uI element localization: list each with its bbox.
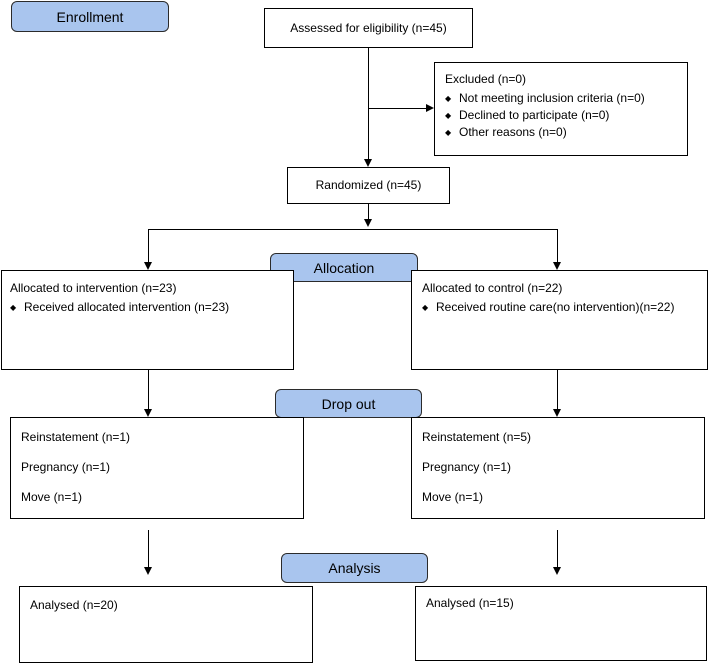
arrow-down-icon xyxy=(144,409,152,417)
connector-line xyxy=(557,370,558,409)
arrow-down-icon xyxy=(364,219,372,227)
stage-allocation: Allocation xyxy=(270,253,418,282)
allocated-intervention-box: Allocated to intervention (n=23) ◆ Receiv… xyxy=(1,270,294,370)
analysed-control-box: Analysed (n=15) xyxy=(415,586,707,661)
allocated-intervention-item-label: Received allocated intervention (n=23) xyxy=(24,300,230,314)
arrow-down-icon xyxy=(144,567,152,575)
dropout-intervention-item: Pregnancy (n=1) xyxy=(21,460,111,474)
allocated-control-item-label: Received routine care(no intervention)(n… xyxy=(436,300,675,314)
connector-line xyxy=(368,204,369,220)
excluded-item: ◆ Declined to participate (n=0) xyxy=(445,108,609,123)
connector-line xyxy=(148,370,149,409)
excluded-box: Excluded (n=0) ◆ Not meeting inclusion cr… xyxy=(434,62,688,156)
diamond-bullet-icon: ◆ xyxy=(445,128,452,137)
dropout-control-item: Reinstatement (n=5) xyxy=(422,430,532,444)
stage-analysis-label: Analysis xyxy=(328,560,381,576)
excluded-item-label: Declined to participate (n=0) xyxy=(459,108,610,122)
excluded-item-label: Not meeting inclusion criteria (n=0) xyxy=(459,91,645,105)
connector-line xyxy=(368,108,426,109)
assessed-text: Assessed for eligibility (n=45) xyxy=(290,20,447,35)
assessed-box: Assessed for eligibility (n=45) xyxy=(264,8,473,48)
stage-dropout-label: Drop out xyxy=(321,395,376,412)
arrow-down-icon xyxy=(553,262,561,270)
dropout-control-item: Move (n=1) xyxy=(422,490,484,504)
stage-analysis: Analysis xyxy=(281,553,428,583)
analysed-intervention-text: Analysed (n=20) xyxy=(30,598,118,612)
dropout-intervention-box: Reinstatement (n=1) Pregnancy (n=1) Move… xyxy=(10,417,304,519)
excluded-item: ◆ Other reasons (n=0) xyxy=(445,125,567,140)
allocated-control-item: ◆ Received routine care(no intervention)(… xyxy=(422,300,674,315)
allocated-intervention-item: ◆ Received allocated intervention (n=23) xyxy=(10,300,229,315)
stage-allocation-label: Allocation xyxy=(313,259,375,276)
stage-dropout: Drop out xyxy=(275,389,422,418)
dropout-control-box: Reinstatement (n=5) Pregnancy (n=1) Move… xyxy=(411,417,705,519)
connector-line xyxy=(368,48,369,160)
randomized-text: Randomized (n=45) xyxy=(315,178,422,192)
excluded-item-label: Other reasons (n=0) xyxy=(459,125,567,139)
connector-line xyxy=(148,229,558,230)
allocated-control-box: Allocated to control (n=22) ◆ Received ro… xyxy=(411,270,708,370)
arrow-down-icon xyxy=(553,409,561,417)
randomized-box: Randomized (n=45) xyxy=(287,167,450,204)
excluded-title: Excluded (n=0) xyxy=(445,72,527,86)
arrow-down-icon xyxy=(553,567,561,575)
diamond-bullet-icon: ◆ xyxy=(445,94,452,103)
dropout-intervention-item: Reinstatement (n=1) xyxy=(21,430,131,444)
arrow-down-icon xyxy=(364,159,372,167)
stage-enrollment-label: Enrollment xyxy=(56,8,124,25)
allocated-intervention-title: Allocated to intervention (n=23) xyxy=(10,281,177,295)
connector-line xyxy=(148,530,149,568)
allocated-control-title: Allocated to control (n=22) xyxy=(422,281,563,295)
arrow-down-icon xyxy=(144,262,152,270)
diamond-bullet-icon: ◆ xyxy=(10,303,17,312)
stage-enrollment: Enrollment xyxy=(11,1,169,32)
diamond-bullet-icon: ◆ xyxy=(445,111,452,120)
diamond-bullet-icon: ◆ xyxy=(422,303,429,312)
analysed-intervention-box: Analysed (n=20) xyxy=(19,586,313,663)
analysed-control-text: Analysed (n=15) xyxy=(426,596,514,610)
dropout-control-item: Pregnancy (n=1) xyxy=(422,460,512,474)
connector-line xyxy=(557,229,558,262)
arrow-right-icon xyxy=(426,104,434,112)
dropout-intervention-item: Move (n=1) xyxy=(21,490,83,504)
connector-line xyxy=(148,229,149,262)
excluded-item: ◆ Not meeting inclusion criteria (n=0) xyxy=(445,91,645,106)
connector-line xyxy=(557,530,558,568)
